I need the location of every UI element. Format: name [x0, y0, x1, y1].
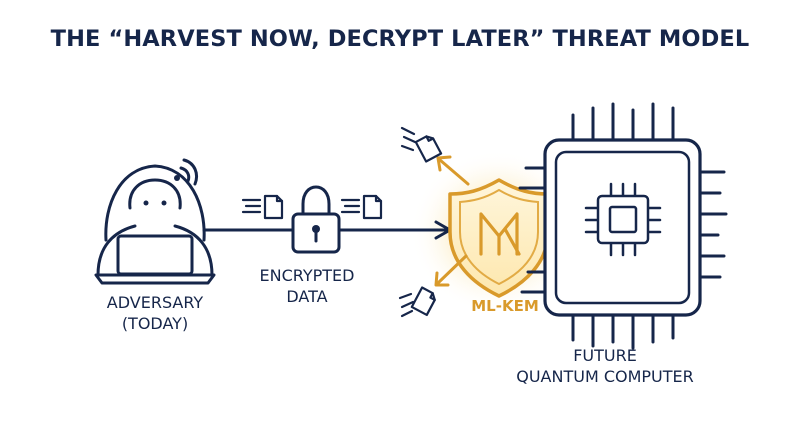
document-icon [241, 194, 284, 220]
encrypted-data-label-line2: DATA [286, 287, 328, 306]
deflected-document-icon [400, 126, 443, 163]
deflect-arrow-down [434, 254, 468, 287]
diagram-title: THE “HARVEST NOW, DECRYPT LATER” THREAT … [50, 26, 750, 52]
quantum-computer-label-line1: FUTURE [573, 346, 637, 365]
padlock-icon [291, 185, 341, 254]
cpu-icon [584, 182, 662, 257]
encrypted-data-label-line1: ENCRYPTED [259, 266, 355, 285]
chip-pins [518, 102, 728, 350]
deflected-document-icon [398, 286, 436, 318]
ml-kem-label: ML-KEM [471, 297, 539, 315]
quantum-computer-label: FUTURE QUANTUM COMPUTER [500, 345, 710, 387]
quantum-computer-label-line2: QUANTUM COMPUTER [516, 367, 694, 386]
deflect-arrow-up [436, 155, 470, 186]
shield-icon [448, 178, 550, 298]
adversary-label: ADVERSARY (TODAY) [80, 292, 230, 334]
adversary-label-line2: (TODAY) [121, 314, 189, 333]
quantum-chip-icon [518, 102, 728, 350]
hooded-hacker-icon [94, 158, 216, 285]
encrypted-data-label: ENCRYPTED DATA [232, 265, 382, 307]
document-icon [340, 194, 383, 220]
adversary-label-line1: ADVERSARY [106, 293, 204, 312]
